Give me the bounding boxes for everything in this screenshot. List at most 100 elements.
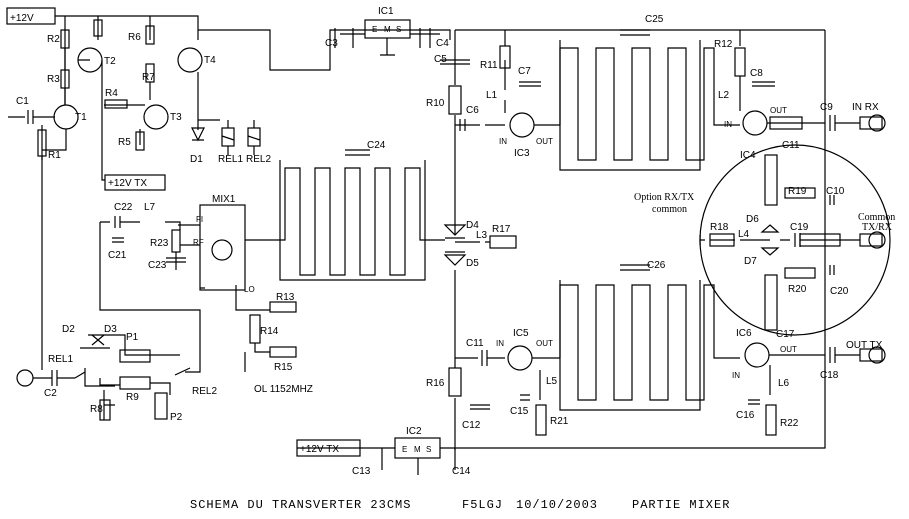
ic4-out-label: OUT (770, 106, 787, 115)
c7-label: C7 (518, 66, 531, 77)
r3-label: R3 (47, 74, 60, 85)
ic4-symbol (742, 110, 768, 136)
power-12v-tx-label: +12V TX (108, 178, 147, 189)
rel2b-label: REL2 (192, 386, 217, 397)
ic5-out-label: OUT (536, 339, 553, 348)
c16-label: C16 (736, 410, 755, 421)
in-rx-label: IN RX (852, 102, 879, 113)
ic3-label: IC3 (514, 148, 530, 159)
t2-label: T2 (104, 56, 116, 67)
ic5-symbol (507, 345, 533, 371)
c8-label: C8 (750, 68, 763, 79)
ic3-in-label: IN (499, 137, 507, 146)
c23-label: C23 (148, 260, 167, 271)
c24-label: C24 (367, 140, 386, 151)
ic6-symbol (744, 342, 770, 368)
c10-label: C10 (826, 186, 845, 197)
ic1-label: IC1 (378, 6, 394, 17)
l2-label: L2 (718, 90, 730, 101)
ic2-pin-s: S (426, 445, 431, 454)
r10-label: R10 (426, 98, 445, 109)
ic6-out-label: OUT (780, 345, 797, 354)
ic2-pin-m: M (414, 445, 421, 454)
c1-label: C1 (16, 96, 29, 107)
t1-label: T1 (75, 112, 87, 123)
common-connector (868, 231, 886, 249)
mix1-label: MIX1 (212, 194, 236, 205)
ic3-symbol (509, 112, 535, 138)
c12-label: C12 (462, 420, 481, 431)
part-label: PARTIE MIXER (632, 498, 730, 512)
power-12v-label: +12V (10, 13, 34, 24)
l6-label: L6 (778, 378, 790, 389)
ic3-out-label: OUT (536, 137, 553, 146)
l7-label: L7 (144, 202, 156, 213)
out-tx-label: OUT TX (846, 340, 883, 351)
c2-label: C2 (44, 388, 57, 399)
d2-label: D2 (62, 324, 75, 335)
r22-label: R22 (780, 418, 799, 429)
c17-label: C17 (776, 329, 795, 340)
r7-label: R7 (142, 72, 155, 83)
ic1-pin-s: S (396, 25, 401, 34)
r1-label: R1 (48, 150, 61, 161)
d3-label: D3 (104, 324, 117, 335)
ic1-pin-m: M (384, 25, 391, 34)
r13-label: R13 (276, 292, 295, 303)
mix1-pin-rf: RF (193, 238, 204, 247)
c6-label: C6 (466, 105, 479, 116)
ic2-pin-e: E (402, 445, 407, 454)
option-line1: Option RX/TX (634, 192, 695, 203)
c22-label: C22 (114, 202, 133, 213)
labels: +12V +12V TX +12V TX R2 R3 R1 R4 R5 R6 R… (10, 6, 895, 512)
d4-label: D4 (466, 220, 479, 231)
d6-label: D6 (746, 214, 759, 225)
c26-label: C26 (647, 260, 666, 271)
rel1-label: REL1 (218, 154, 243, 165)
r12-label: R12 (714, 39, 733, 50)
r17-label: R17 (492, 224, 511, 235)
c20-label: C20 (830, 286, 849, 297)
c13-label: C13 (352, 466, 371, 477)
r19-label: R19 (788, 186, 807, 197)
t4-symbol (177, 47, 203, 73)
c3-label: C3 (325, 38, 338, 49)
r11-label: R11 (480, 60, 498, 71)
r5-label: R5 (118, 137, 131, 148)
l4-label: L4 (738, 229, 750, 240)
t3-symbol (143, 104, 169, 130)
l1-label: L1 (486, 90, 498, 101)
r4-label: R4 (105, 88, 118, 99)
ic6-label: IC6 (736, 328, 752, 339)
l5-label: L5 (546, 376, 558, 387)
p2-label: P2 (170, 412, 183, 423)
r14-label: R14 (260, 326, 279, 337)
c9-label: C9 (820, 102, 833, 113)
r8-label: R8 (90, 404, 103, 415)
ic2-label: IC2 (406, 426, 422, 437)
d7-label: D7 (744, 256, 757, 267)
c25-label: C25 (645, 14, 664, 25)
author-label: F5LGJ (462, 498, 503, 512)
c18-label: C18 (820, 370, 839, 381)
mix1-pin-fi: FI (196, 215, 203, 224)
ic1-pin-e: E (372, 25, 377, 34)
date-label: 10/10/2003 (516, 498, 598, 512)
r9-label: R9 (126, 392, 139, 403)
t3-label: T3 (170, 112, 182, 123)
ic4-in-label: IN (724, 120, 732, 129)
power-12v-tx-label-2: +12V TX (300, 444, 339, 455)
common-label-2: TX/RX (862, 222, 893, 233)
schema-title: SCHEMA DU TRANSVERTER 23CMS (190, 498, 411, 512)
r16-label: R16 (426, 378, 445, 389)
wires (6, 7, 891, 475)
rel1b-label: REL1 (48, 354, 73, 365)
in-rx-connector (868, 114, 886, 132)
r21-label: R21 (550, 416, 569, 427)
mix1-pin-lo: LO (244, 285, 255, 294)
c15-label: C15 (510, 406, 529, 417)
l3-label: L3 (476, 230, 488, 241)
t4-label: T4 (204, 55, 216, 66)
c4-label: C4 (436, 38, 449, 49)
r6-label: R6 (128, 32, 141, 43)
